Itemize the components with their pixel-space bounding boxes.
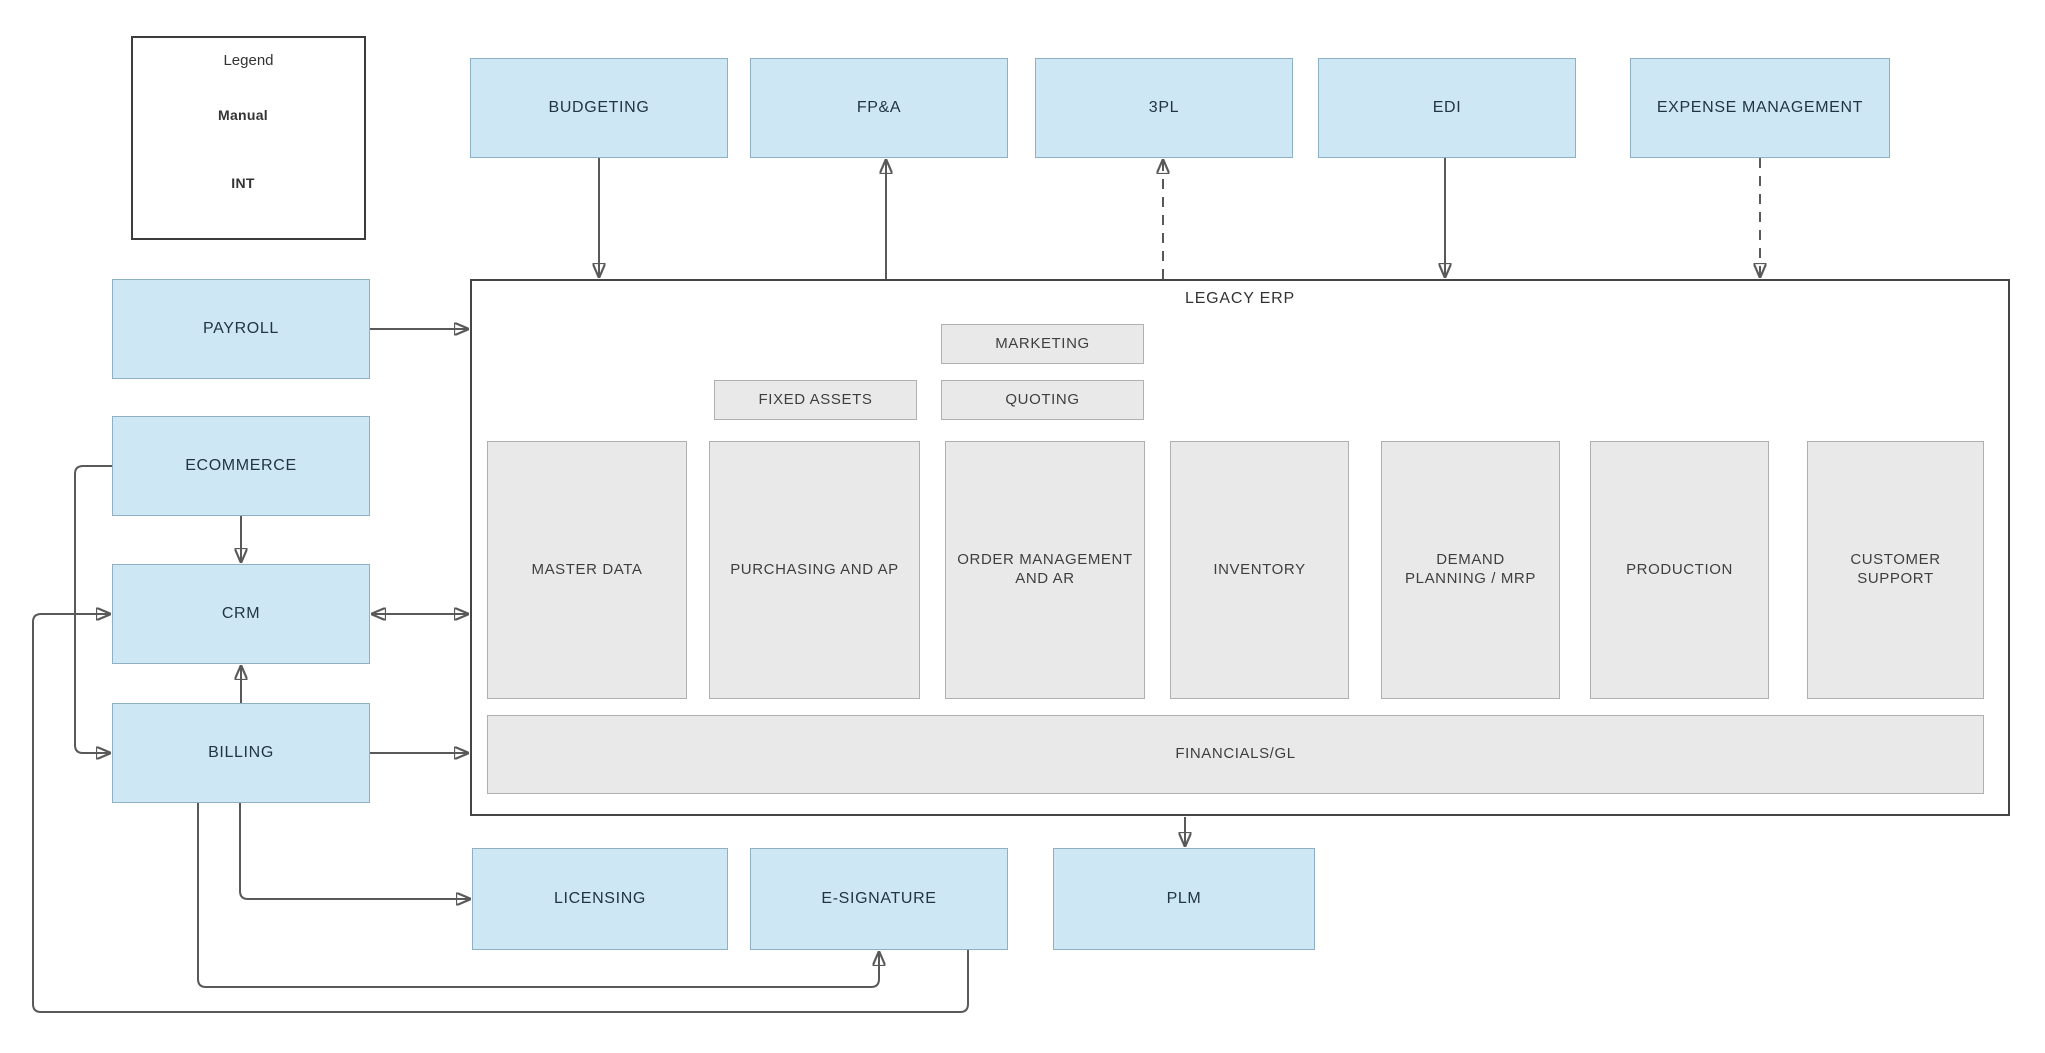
system-box-ecommerce: ECOMMERCE	[112, 416, 370, 516]
erp-module-inventory: INVENTORY	[1170, 441, 1349, 699]
legacy-erp-container: LEGACY ERP MARKETING FIXED ASSETS QUOTIN…	[470, 279, 2010, 816]
system-label: PLM	[1166, 890, 1202, 907]
module-label: MASTER DATA	[531, 560, 643, 578]
system-box-3pl: 3PL	[1035, 58, 1293, 158]
system-label: EDI	[1432, 99, 1462, 116]
erp-module-fixed-assets: FIXED ASSETS	[714, 380, 917, 420]
erp-module-demand-planning-mrp: DEMAND PLANNING / MRP	[1381, 441, 1560, 699]
module-label: QUOTING	[1005, 390, 1080, 408]
system-box-licensing: LICENSING	[472, 848, 728, 950]
erp-module-purchasing-ap: PURCHASING AND AP	[709, 441, 920, 699]
system-label: PAYROLL	[203, 320, 279, 337]
erp-module-quoting: QUOTING	[941, 380, 1144, 420]
system-box-fpa: FP&A	[750, 58, 1008, 158]
module-label: FINANCIALS/GL	[1175, 745, 1296, 763]
system-box-billing: BILLING	[112, 703, 370, 803]
system-label: 3PL	[1148, 99, 1180, 116]
system-label: FP&A	[856, 99, 902, 116]
module-label: CUSTOMER SUPPORT	[1850, 551, 1941, 587]
module-label: INVENTORY	[1213, 560, 1306, 578]
legend-label-int: INT	[226, 175, 260, 191]
system-box-crm: CRM	[112, 564, 370, 664]
system-label: BILLING	[208, 744, 274, 761]
connector-billing-licensing	[239, 803, 470, 899]
module-label: ORDER MANAGEMENT AND AR	[957, 551, 1133, 587]
legend-title: Legend	[223, 52, 274, 69]
legend-label-manual: Manual	[213, 107, 273, 123]
system-label: ECOMMERCE	[185, 457, 297, 474]
erp-module-customer-support: CUSTOMER SUPPORT	[1807, 441, 1984, 699]
legend: Legend	[131, 36, 366, 240]
erp-module-order-management-ar: ORDER MANAGEMENT AND AR	[945, 441, 1145, 699]
system-box-edi: EDI	[1318, 58, 1576, 158]
erp-module-master-data: MASTER DATA	[487, 441, 687, 699]
module-label: FIXED ASSETS	[758, 390, 873, 408]
system-label: LICENSING	[553, 890, 646, 907]
system-box-plm: PLM	[1053, 848, 1315, 950]
system-box-esignature: E-SIGNATURE	[750, 848, 1008, 950]
system-box-budgeting: BUDGETING	[470, 58, 728, 158]
module-label: DEMAND PLANNING / MRP	[1405, 551, 1536, 587]
module-label: PRODUCTION	[1626, 560, 1733, 578]
module-label: MARKETING	[995, 334, 1090, 352]
erp-module-financials-gl: FINANCIALS/GL	[487, 715, 1984, 794]
system-label: EXPENSE MANAGEMENT	[1656, 99, 1864, 116]
legacy-erp-title: LEGACY ERP	[1185, 290, 1295, 307]
erp-module-production: PRODUCTION	[1590, 441, 1769, 699]
system-box-payroll: PAYROLL	[112, 279, 370, 379]
module-label: PURCHASING AND AP	[730, 560, 899, 578]
erp-module-marketing: MARKETING	[941, 324, 1144, 364]
system-label: E-SIGNATURE	[821, 890, 937, 907]
system-box-expense-management: EXPENSE MANAGEMENT	[1630, 58, 1890, 158]
system-label: BUDGETING	[548, 99, 650, 116]
system-label: CRM	[221, 605, 261, 622]
connector-ecommerce-billing	[74, 465, 112, 753]
